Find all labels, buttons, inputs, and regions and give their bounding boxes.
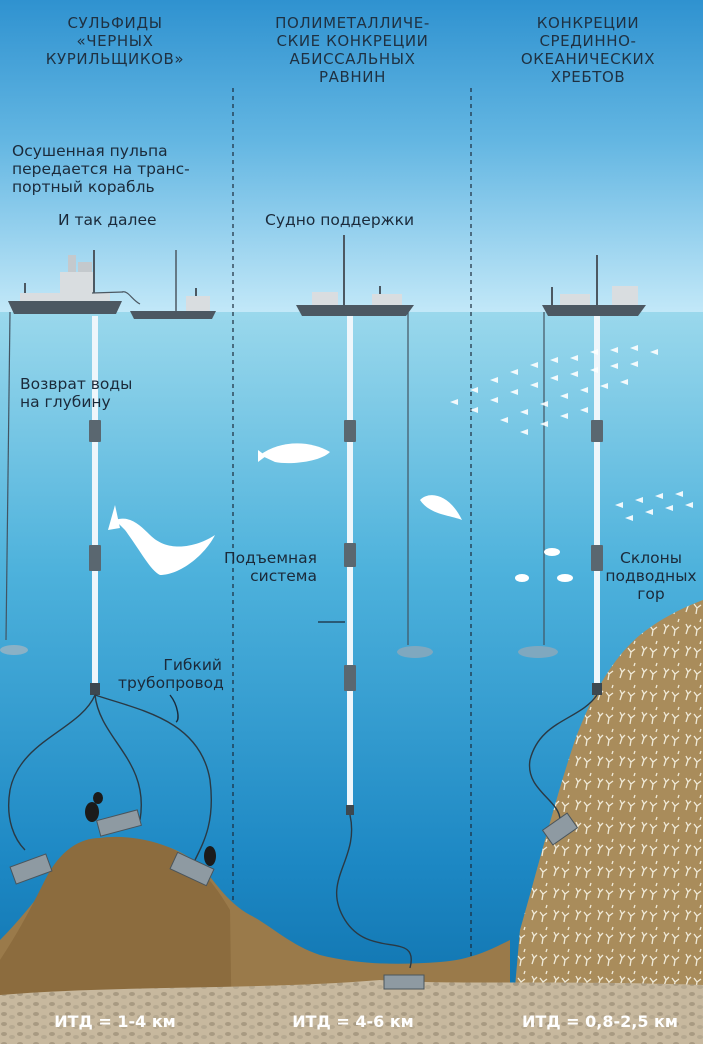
- water-return-line-1: [5, 311, 11, 641]
- depth-ridges: ИТД = 0,8-2,5 км: [522, 1012, 678, 1031]
- mining-ship-1: [8, 250, 124, 314]
- header-line: океанических: [520, 50, 656, 68]
- header-polymetallic-nodules: Полиметалличе- ские конкреции абиссальны…: [240, 14, 465, 86]
- label-lift-system: Подъемная система: [224, 549, 317, 585]
- depth-sulfides: ИТД = 1-4 км: [54, 1012, 176, 1031]
- label-seamount-slopes: Склоны подводных гор: [605, 549, 697, 603]
- header-line: курильщиков»: [45, 50, 185, 68]
- header-sulfides: Сульфиды «черных курильщиков»: [10, 14, 220, 68]
- transfer-hose: [121, 291, 141, 305]
- marine-life: [108, 443, 573, 582]
- header-line: Сульфиды: [67, 14, 163, 32]
- header-line: Полиметалличе-: [275, 14, 430, 32]
- riser-3: [591, 316, 603, 695]
- header-line: хребтов: [550, 68, 626, 86]
- riser-1: [89, 316, 101, 695]
- header-line: Конкреции: [536, 14, 640, 32]
- header-line: ские конкреции: [276, 32, 429, 50]
- label-water-return: Возврат воды на глубину: [20, 375, 133, 411]
- depth-polymetallic: ИТД = 4-6 км: [292, 1012, 414, 1031]
- label-flexible-pipe: Гибкий трубопровод: [118, 656, 224, 692]
- discharge-plume-3: [518, 646, 558, 658]
- black-smokers: [85, 792, 216, 866]
- label-and-so-on: И так далее: [58, 211, 157, 229]
- support-ship: [296, 235, 414, 316]
- sky: [0, 0, 703, 312]
- header-line: абиссальных: [289, 50, 416, 68]
- discharge-plume-2: [397, 646, 433, 658]
- discharge-plume-1: [0, 645, 28, 655]
- seamount: [510, 600, 703, 1044]
- seafloor-collectors: [9, 809, 579, 990]
- seafloor-gravel: [0, 980, 703, 1044]
- fish-school: [450, 345, 693, 521]
- label-support-vessel: Судно поддержки: [265, 211, 415, 229]
- header-ridge-nodules: Конкреции срединно- океанических хребтов: [478, 14, 698, 86]
- header-line: равнин: [319, 68, 386, 86]
- riser-2: [344, 316, 356, 815]
- transport-ship: [130, 250, 216, 319]
- mining-ship-3: [542, 255, 646, 316]
- header-line: «черных: [76, 32, 154, 50]
- flexible-hoses: [8, 694, 598, 969]
- label-dried-pulp: Осушенная пульпа передается на транс- по…: [12, 142, 190, 196]
- header-line: срединно-: [539, 32, 637, 50]
